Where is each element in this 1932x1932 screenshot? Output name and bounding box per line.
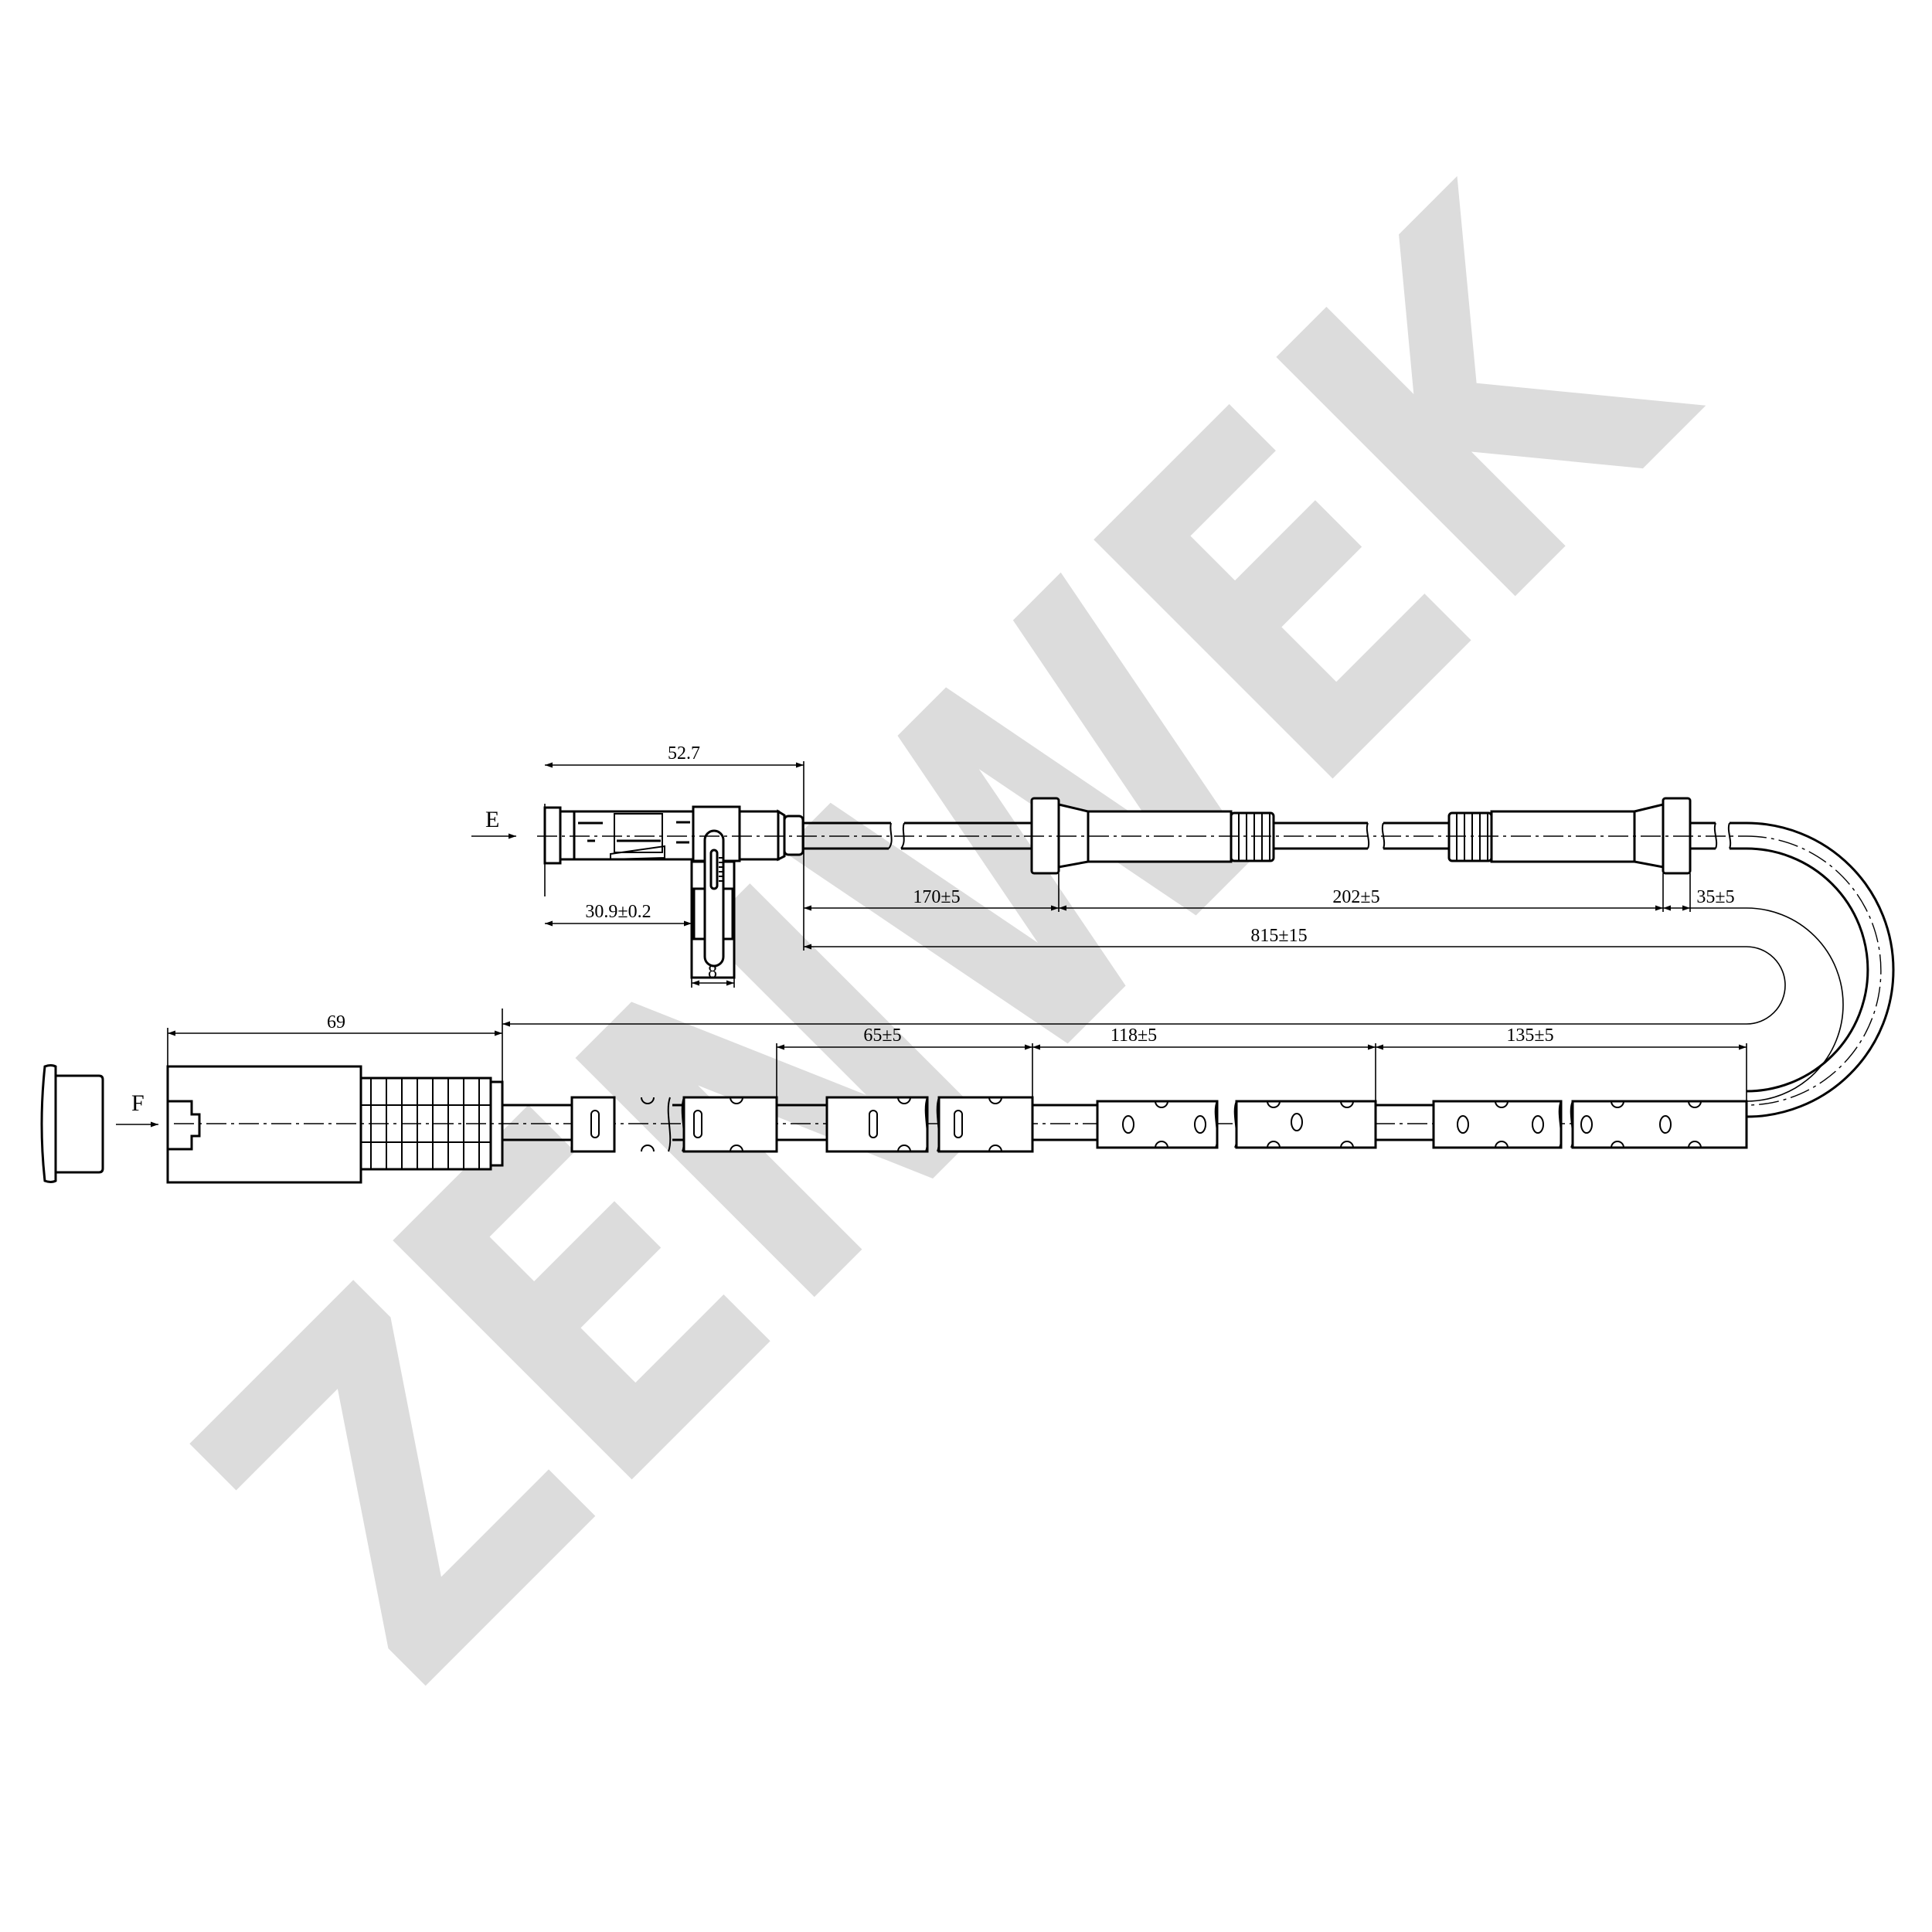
sensor-e-cable — [537, 797, 1895, 1118]
dim-overall-length: 815±15 — [1250, 926, 1307, 946]
sensor-e-dimensions: E 52.7 30.9±0.2 8 170±5 202±5 35±5 815±1… — [471, 743, 1844, 1102]
dim-f-segment-1: 65±5 — [863, 1026, 901, 1046]
watermark-logo: ZENWEK — [109, 99, 1785, 1775]
sensor-f-dimensions: F 69 65±5 118±5 135±5 — [116, 1009, 1747, 1128]
dim-segment-1: 170±5 — [913, 887, 960, 907]
view-label-e: E — [485, 807, 499, 832]
view-label-f: F — [131, 1090, 145, 1116]
sensor-f-probe — [166, 1065, 504, 1184]
dim-head-length: 30.9±0.2 — [585, 902, 651, 922]
dim-f-segment-3: 135±5 — [1506, 1026, 1553, 1046]
sensor-e-head — [543, 805, 804, 979]
sensor-f-cap — [40, 1064, 104, 1183]
watermark-text: ZENWEK — [109, 99, 1785, 1775]
dim-f-segment-2: 118±5 — [1111, 1026, 1157, 1046]
dim-body-length: 52.7 — [668, 743, 700, 764]
dim-segment-2: 202±5 — [1332, 887, 1379, 907]
cable-clips — [570, 1096, 1748, 1153]
dim-probe-length: 69 — [327, 1012, 345, 1032]
dim-segment-3: 35±5 — [1696, 887, 1734, 907]
dim-bracket-width: 8 — [708, 962, 717, 982]
